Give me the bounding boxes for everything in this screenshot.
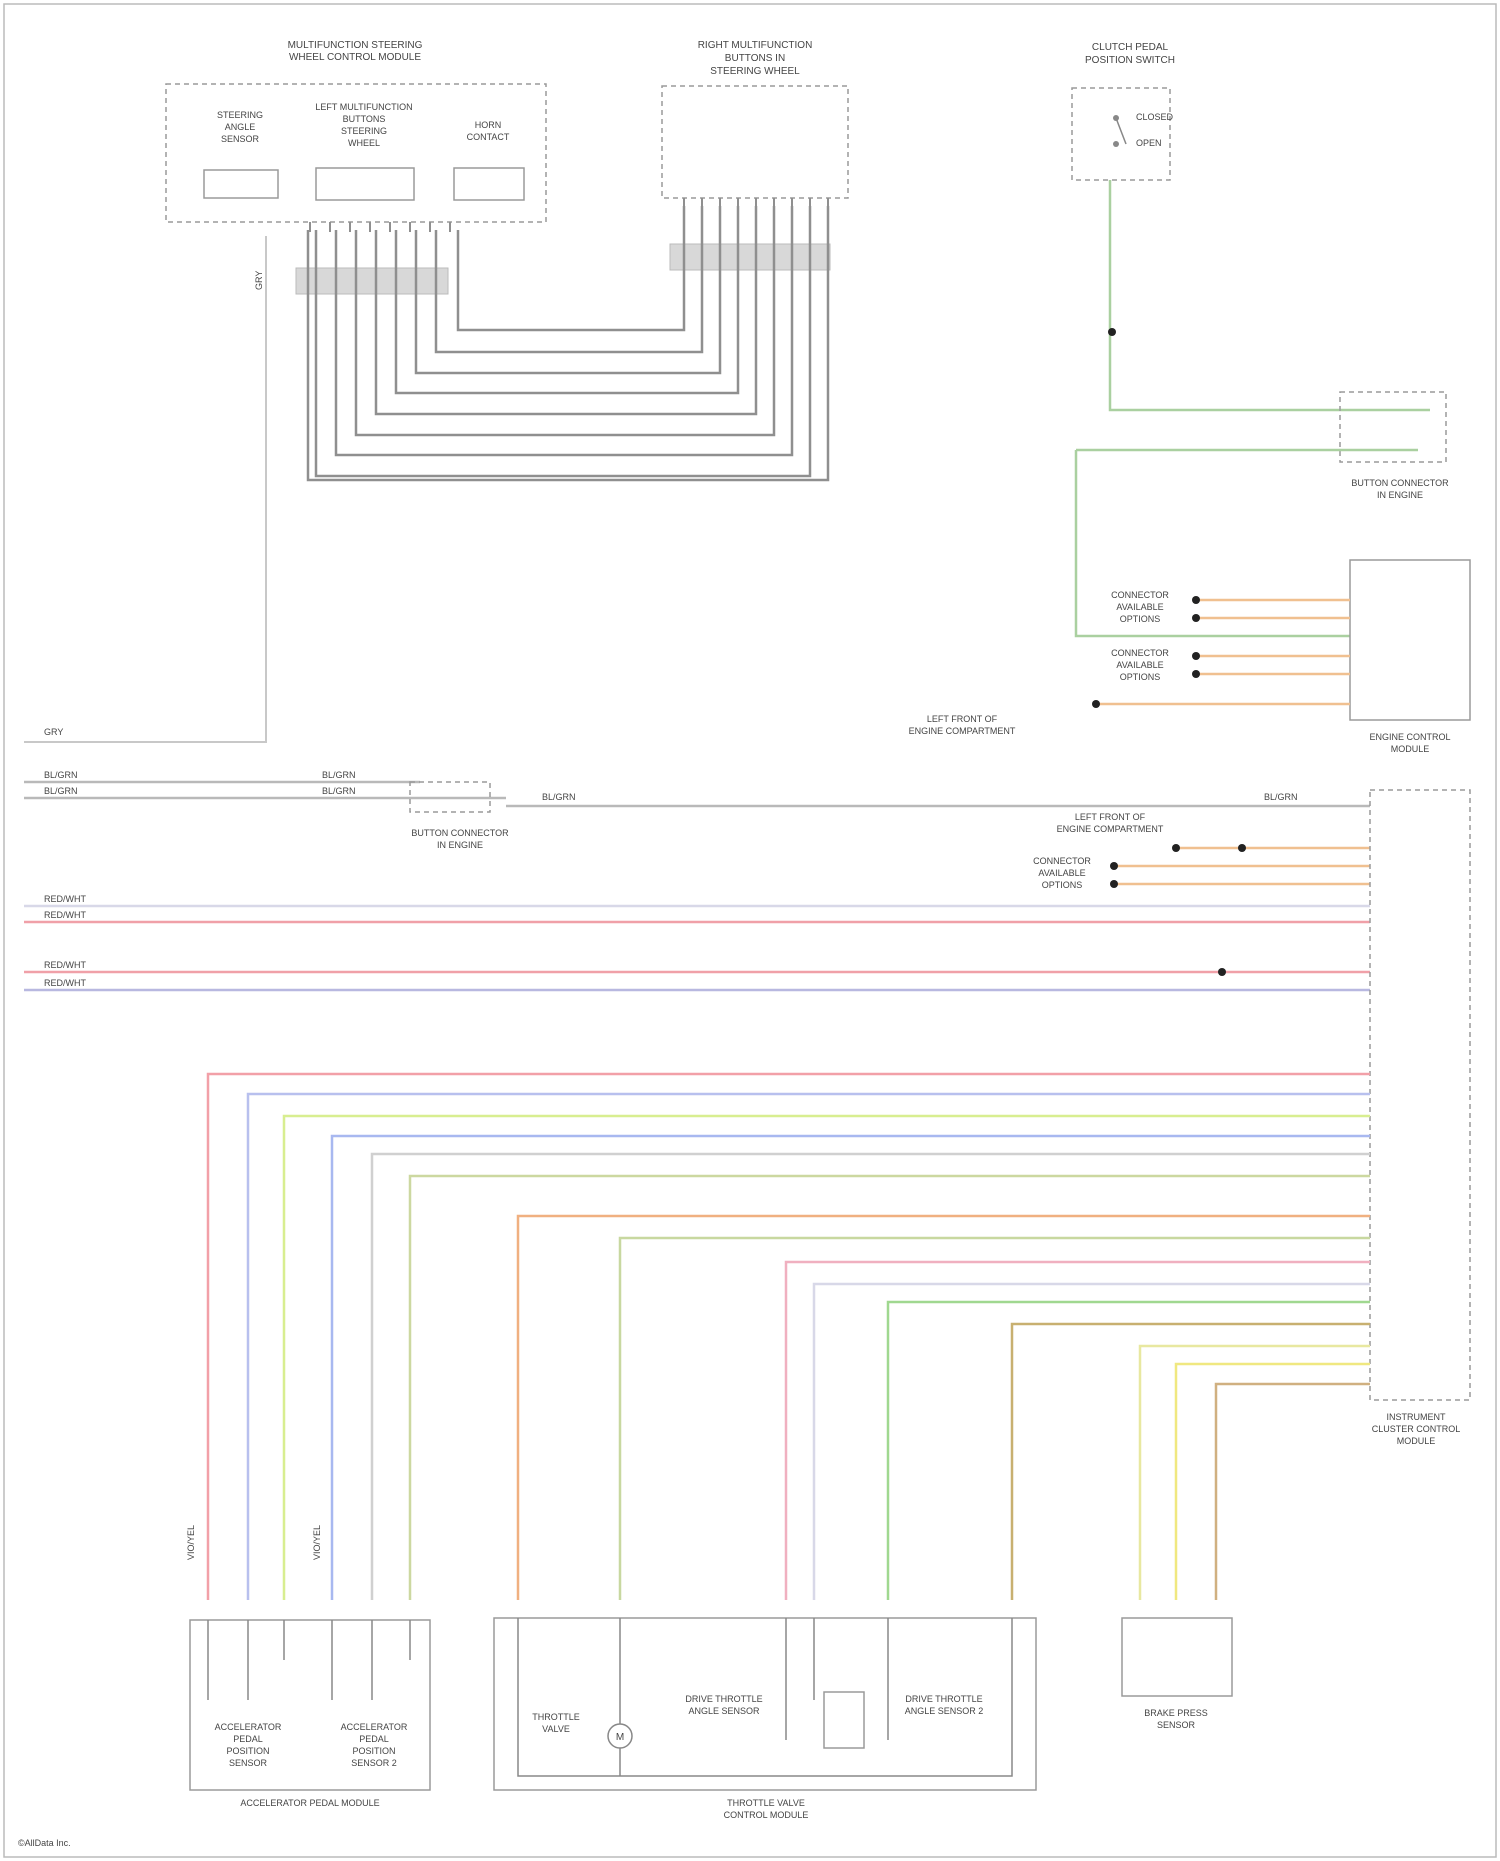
bl-gn-5: BL/GRN <box>542 792 576 802</box>
engine-control-module: ENGINE CONTROL MODULE CONNECTOR AVAILABL… <box>909 560 1470 754</box>
left-buttons-label-1: LEFT MULTIFUNCTION <box>315 102 412 112</box>
throttle-title-2: CONTROL MODULE <box>724 1810 809 1820</box>
icm-title-3: MODULE <box>1397 1436 1436 1446</box>
accelerator-pedal-module: ACCELERATOR PEDAL MODULE ACCELERATOR PED… <box>190 1620 430 1808</box>
pedal-s1-1: ACCELERATOR <box>215 1722 282 1732</box>
ecm-ground-1: LEFT FRONT OF <box>927 714 998 724</box>
gray-wire-label-left: GRY <box>44 727 63 737</box>
gray-wire-label-top: GRY <box>254 271 264 290</box>
red-row2: RED/WHT <box>44 910 86 920</box>
pedal-s1-4: SENSOR <box>229 1758 268 1768</box>
pedal-s1-2: PEDAL <box>233 1734 263 1744</box>
horn-contact-label-1: HORN <box>475 120 502 130</box>
throttle-valve-module: THROTTLE VALVE CONTROL MODULE M THROTTLE… <box>494 1618 1036 1820</box>
ecm-ground-2: ENGINE COMPARTMENT <box>909 726 1016 736</box>
horn-contact-label-2: CONTACT <box>467 132 510 142</box>
ecm-conn2-1: CONNECTOR <box>1111 648 1169 658</box>
icm-ground-1: LEFT FRONT OF <box>1075 812 1146 822</box>
left-buttons-label-3: STEERING <box>341 126 387 136</box>
throttle-title-1: THROTTLE VALVE <box>727 1798 805 1808</box>
clutch-title-2: POSITION SWITCH <box>1085 55 1175 66</box>
icm-ground-2: ENGINE COMPARTMENT <box>1057 824 1164 834</box>
bl-gn-3: BL/GRN <box>322 770 356 780</box>
ecm-conn1-1: CONNECTOR <box>1111 590 1169 600</box>
diagram-border <box>4 4 1496 1857</box>
icm-conn-3: OPTIONS <box>1042 880 1083 890</box>
throttle-s1-2: ANGLE SENSOR <box>688 1706 760 1716</box>
left-buttons-label-2: BUTTONS <box>343 114 386 124</box>
mid-connector-title-2: IN ENGINE <box>437 840 483 850</box>
bl-gn-6: BL/GRN <box>1264 792 1298 802</box>
right-buttons-title-2: BUTTONS IN <box>725 53 785 64</box>
bl-gn-4: BL/GRN <box>322 786 356 796</box>
ecm-conn2-3: OPTIONS <box>1120 672 1161 682</box>
horizontal-wire-bus: BUTTON CONNECTOR IN ENGINE BL/GRN BL/GRN… <box>24 770 1370 990</box>
icm-title-2: CLUSTER CONTROL <box>1372 1424 1461 1434</box>
instrument-cluster-module: INSTRUMENT CLUSTER CONTROL MODULE <box>1370 790 1470 1446</box>
icm-conn-2: AVAILABLE <box>1038 868 1085 878</box>
red-row1: RED/WHT <box>44 894 86 904</box>
red-row3: RED/WHT <box>44 960 86 970</box>
ecm-conn1-3: OPTIONS <box>1120 614 1161 624</box>
steering-angle-label-3: SENSOR <box>221 134 260 144</box>
brake-press-sensor: BRAKE PRESS SENSOR <box>1122 1618 1232 1730</box>
icm-conn-1: CONNECTOR <box>1033 856 1091 866</box>
vio-1: VIO/YEL <box>186 1525 196 1560</box>
clutch-pedal-switch: CLUTCH PEDAL POSITION SWITCH CLOSED OPEN <box>1072 42 1430 410</box>
left-buttons-label-4: WHEEL <box>348 138 380 148</box>
bl-gn-2: BL/GRN <box>44 786 78 796</box>
module-title-1: MULTIFUNCTION STEERING <box>288 40 423 51</box>
throttle-motor-2: VALVE <box>542 1724 570 1734</box>
clutch-closed-label: CLOSED <box>1136 112 1174 122</box>
pedal-s2-2: PEDAL <box>359 1734 389 1744</box>
right-buttons-title-3: STEERING WHEEL <box>710 66 800 77</box>
mid-connector-title-1: BUTTON CONNECTOR <box>411 828 509 838</box>
throttle-s2-1: DRIVE THROTTLE <box>905 1694 982 1704</box>
clutch-open-label: OPEN <box>1136 138 1162 148</box>
ecm-conn2-2: AVAILABLE <box>1116 660 1163 670</box>
pedal-module-title: ACCELERATOR PEDAL MODULE <box>240 1798 379 1808</box>
svg-text:M: M <box>616 1732 624 1743</box>
throttle-s2-2: ANGLE SENSOR 2 <box>905 1706 984 1716</box>
clutch-title-1: CLUTCH PEDAL <box>1092 42 1169 53</box>
ecm-conn1-2: AVAILABLE <box>1116 602 1163 612</box>
steering-angle-label-1: STEERING <box>217 110 263 120</box>
pedal-s2-3: POSITION <box>352 1746 395 1756</box>
module-title-2: WHEEL CONTROL MODULE <box>289 52 421 63</box>
ecm-title-1: ENGINE CONTROL <box>1369 732 1450 742</box>
ecm-title-2: MODULE <box>1391 744 1430 754</box>
bl-gn-1: BL/GRN <box>44 770 78 780</box>
pedal-s1-3: POSITION <box>226 1746 269 1756</box>
red-row4: RED/WHT <box>44 978 86 988</box>
brake-title-2: SENSOR <box>1157 1720 1196 1730</box>
throttle-motor-1: THROTTLE <box>532 1712 580 1722</box>
throttle-s1-1: DRIVE THROTTLE <box>685 1694 762 1704</box>
pedal-s2-1: ACCELERATOR <box>341 1722 408 1732</box>
right-buttons-title-1: RIGHT MULTIFUNCTION <box>698 40 813 51</box>
upper-connector-title-2: IN ENGINE <box>1377 490 1423 500</box>
colored-wire-set <box>208 1074 1370 1600</box>
brake-title-1: BRAKE PRESS <box>1144 1708 1208 1718</box>
upper-connector-title-1: BUTTON CONNECTOR <box>1351 478 1449 488</box>
pedal-s2-4: SENSOR 2 <box>351 1758 397 1768</box>
icm-title-1: INSTRUMENT <box>1387 1412 1446 1422</box>
footer-copyright: ©AllData Inc. <box>18 1838 71 1848</box>
vio-2: VIO/YEL <box>312 1525 322 1560</box>
steering-angle-label-2: ANGLE <box>225 122 256 132</box>
gray-ground-wire <box>24 236 266 742</box>
